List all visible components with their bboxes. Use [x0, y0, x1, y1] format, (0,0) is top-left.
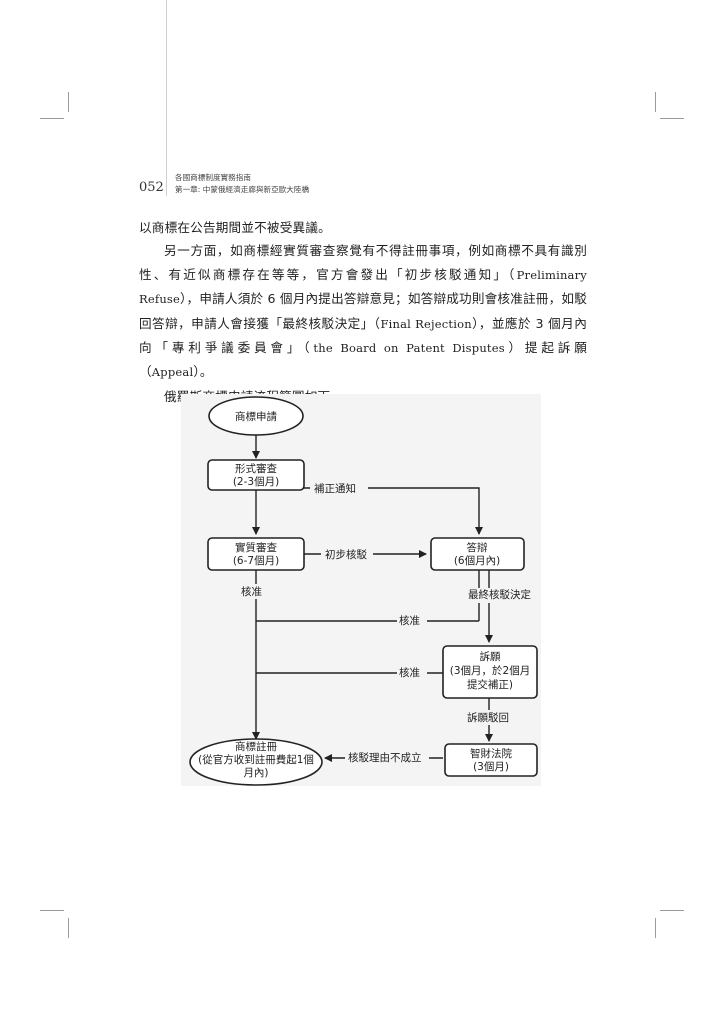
node-substantive-shape: [207, 537, 305, 571]
node-appeal-note: 提交補正): [467, 678, 513, 691]
node-register-note-1: (從官方收到註冊費起1個: [198, 753, 314, 766]
node-formal-duration: (2-3個月): [233, 475, 279, 488]
flowchart: 補正通知 初步核駁 核准 最終核駁決定 核准 核准 訴願駁回 核駁理由不成立 商…: [181, 394, 541, 786]
edge-label-approve-3: 核准: [399, 666, 420, 679]
crop-mark-bottom-left-h: [40, 910, 64, 911]
p2-term-appeal: Appeal: [151, 365, 194, 380]
node-register-label: 商標註冊: [235, 740, 277, 753]
edge-label-final-reject: 最終核駁決定: [468, 588, 531, 601]
edge-label-approve-1: 核准: [241, 585, 262, 598]
node-response-shape: [430, 537, 525, 571]
paragraph-1: 以商標在公告期間並不被受異議。: [139, 220, 331, 235]
crop-mark-top-right: [655, 92, 656, 112]
edge-label-appeal-reject: 訴願駁回: [467, 711, 509, 724]
p2-text-c: ），申請人須於 6 個月內提出答辯意見；如答辯成功則會核准註冊，如駁回答辯，申請…: [139, 291, 587, 331]
p2-term-final-rejection: Final Rejection: [380, 316, 472, 331]
running-title-chapter: 第一章: 中蒙俄經濟走廊與新亞歐大陸橋: [175, 185, 310, 194]
crop-mark-bottom-left: [68, 918, 69, 938]
edge-supplement: [279, 487, 483, 535]
node-substantive-label: 實質審查: [235, 541, 277, 554]
node-formal-label: 形式審查: [235, 462, 277, 475]
crop-mark-bottom-right: [655, 918, 656, 938]
crop-mark-bottom-right-h: [660, 910, 684, 911]
node-substantive-duration: (6-7個月): [233, 554, 279, 567]
node-court-duration: (3個月): [473, 760, 509, 773]
p2-term-board: the Board on Patent Disputes: [313, 341, 505, 356]
node-formal-shape: [207, 459, 305, 491]
p2-text-g: ）提起訴願（: [139, 340, 588, 380]
body-text: 以商標在公告期間並不被受異議。 另一方面，如商標經實質審查察覺有不得註冊事項，例…: [139, 216, 587, 408]
node-register-shape: [189, 738, 323, 786]
node-response-label: 答辯: [467, 541, 488, 554]
node-appeal-label: 訴願: [480, 650, 501, 663]
edge-label-preliminary: 初步核駁: [325, 548, 367, 561]
running-title-book: 各國商標制度實務指南: [175, 173, 251, 182]
edge-label-approve-2: 核准: [399, 614, 420, 627]
crop-mark-top-left-h: [40, 118, 64, 119]
paragraph-2: 另一方面，如商標經實質審查察覺有不得註冊事項，例如商標不具有識別性、有近似商標存…: [139, 239, 587, 384]
gutter-line: [166, 0, 167, 196]
node-register-note-2: 月內): [243, 767, 268, 779]
edge-label-not-established: 核駁理由不成立: [348, 751, 422, 764]
page-number: 052: [139, 180, 164, 195]
p2-text-e: ），並應於 3 個月內向「專利爭議委員會」（: [139, 315, 587, 356]
node-appeal-shape: [442, 645, 538, 699]
node-response-duration: (6個月內): [454, 554, 500, 567]
crop-mark-top-right-h: [660, 118, 684, 119]
p2-term-preliminary-refuse: Preliminary Refuse: [139, 267, 587, 307]
node-appeal-duration: (3個月，於2個月: [450, 664, 530, 677]
crop-mark-top-left: [68, 92, 69, 112]
p2-text-i: ）。: [193, 364, 213, 380]
node-court-label: 智財法院: [470, 747, 512, 760]
node-court-shape: [444, 743, 538, 777]
edge-label-supplement: 補正通知: [314, 482, 356, 495]
p2-text-a: 另一方面，如商標經實質審查察覺有不得註冊事項，例如商標不具有識別性、有近似商標存…: [139, 243, 587, 282]
node-apply-shape: [208, 396, 304, 436]
node-apply-label: 商標申請: [235, 410, 277, 423]
flowchart-svg: 補正通知 初步核駁 核准 最終核駁決定 核准 核准 訴願駁回 核駁理由不成立 商…: [189, 396, 541, 786]
